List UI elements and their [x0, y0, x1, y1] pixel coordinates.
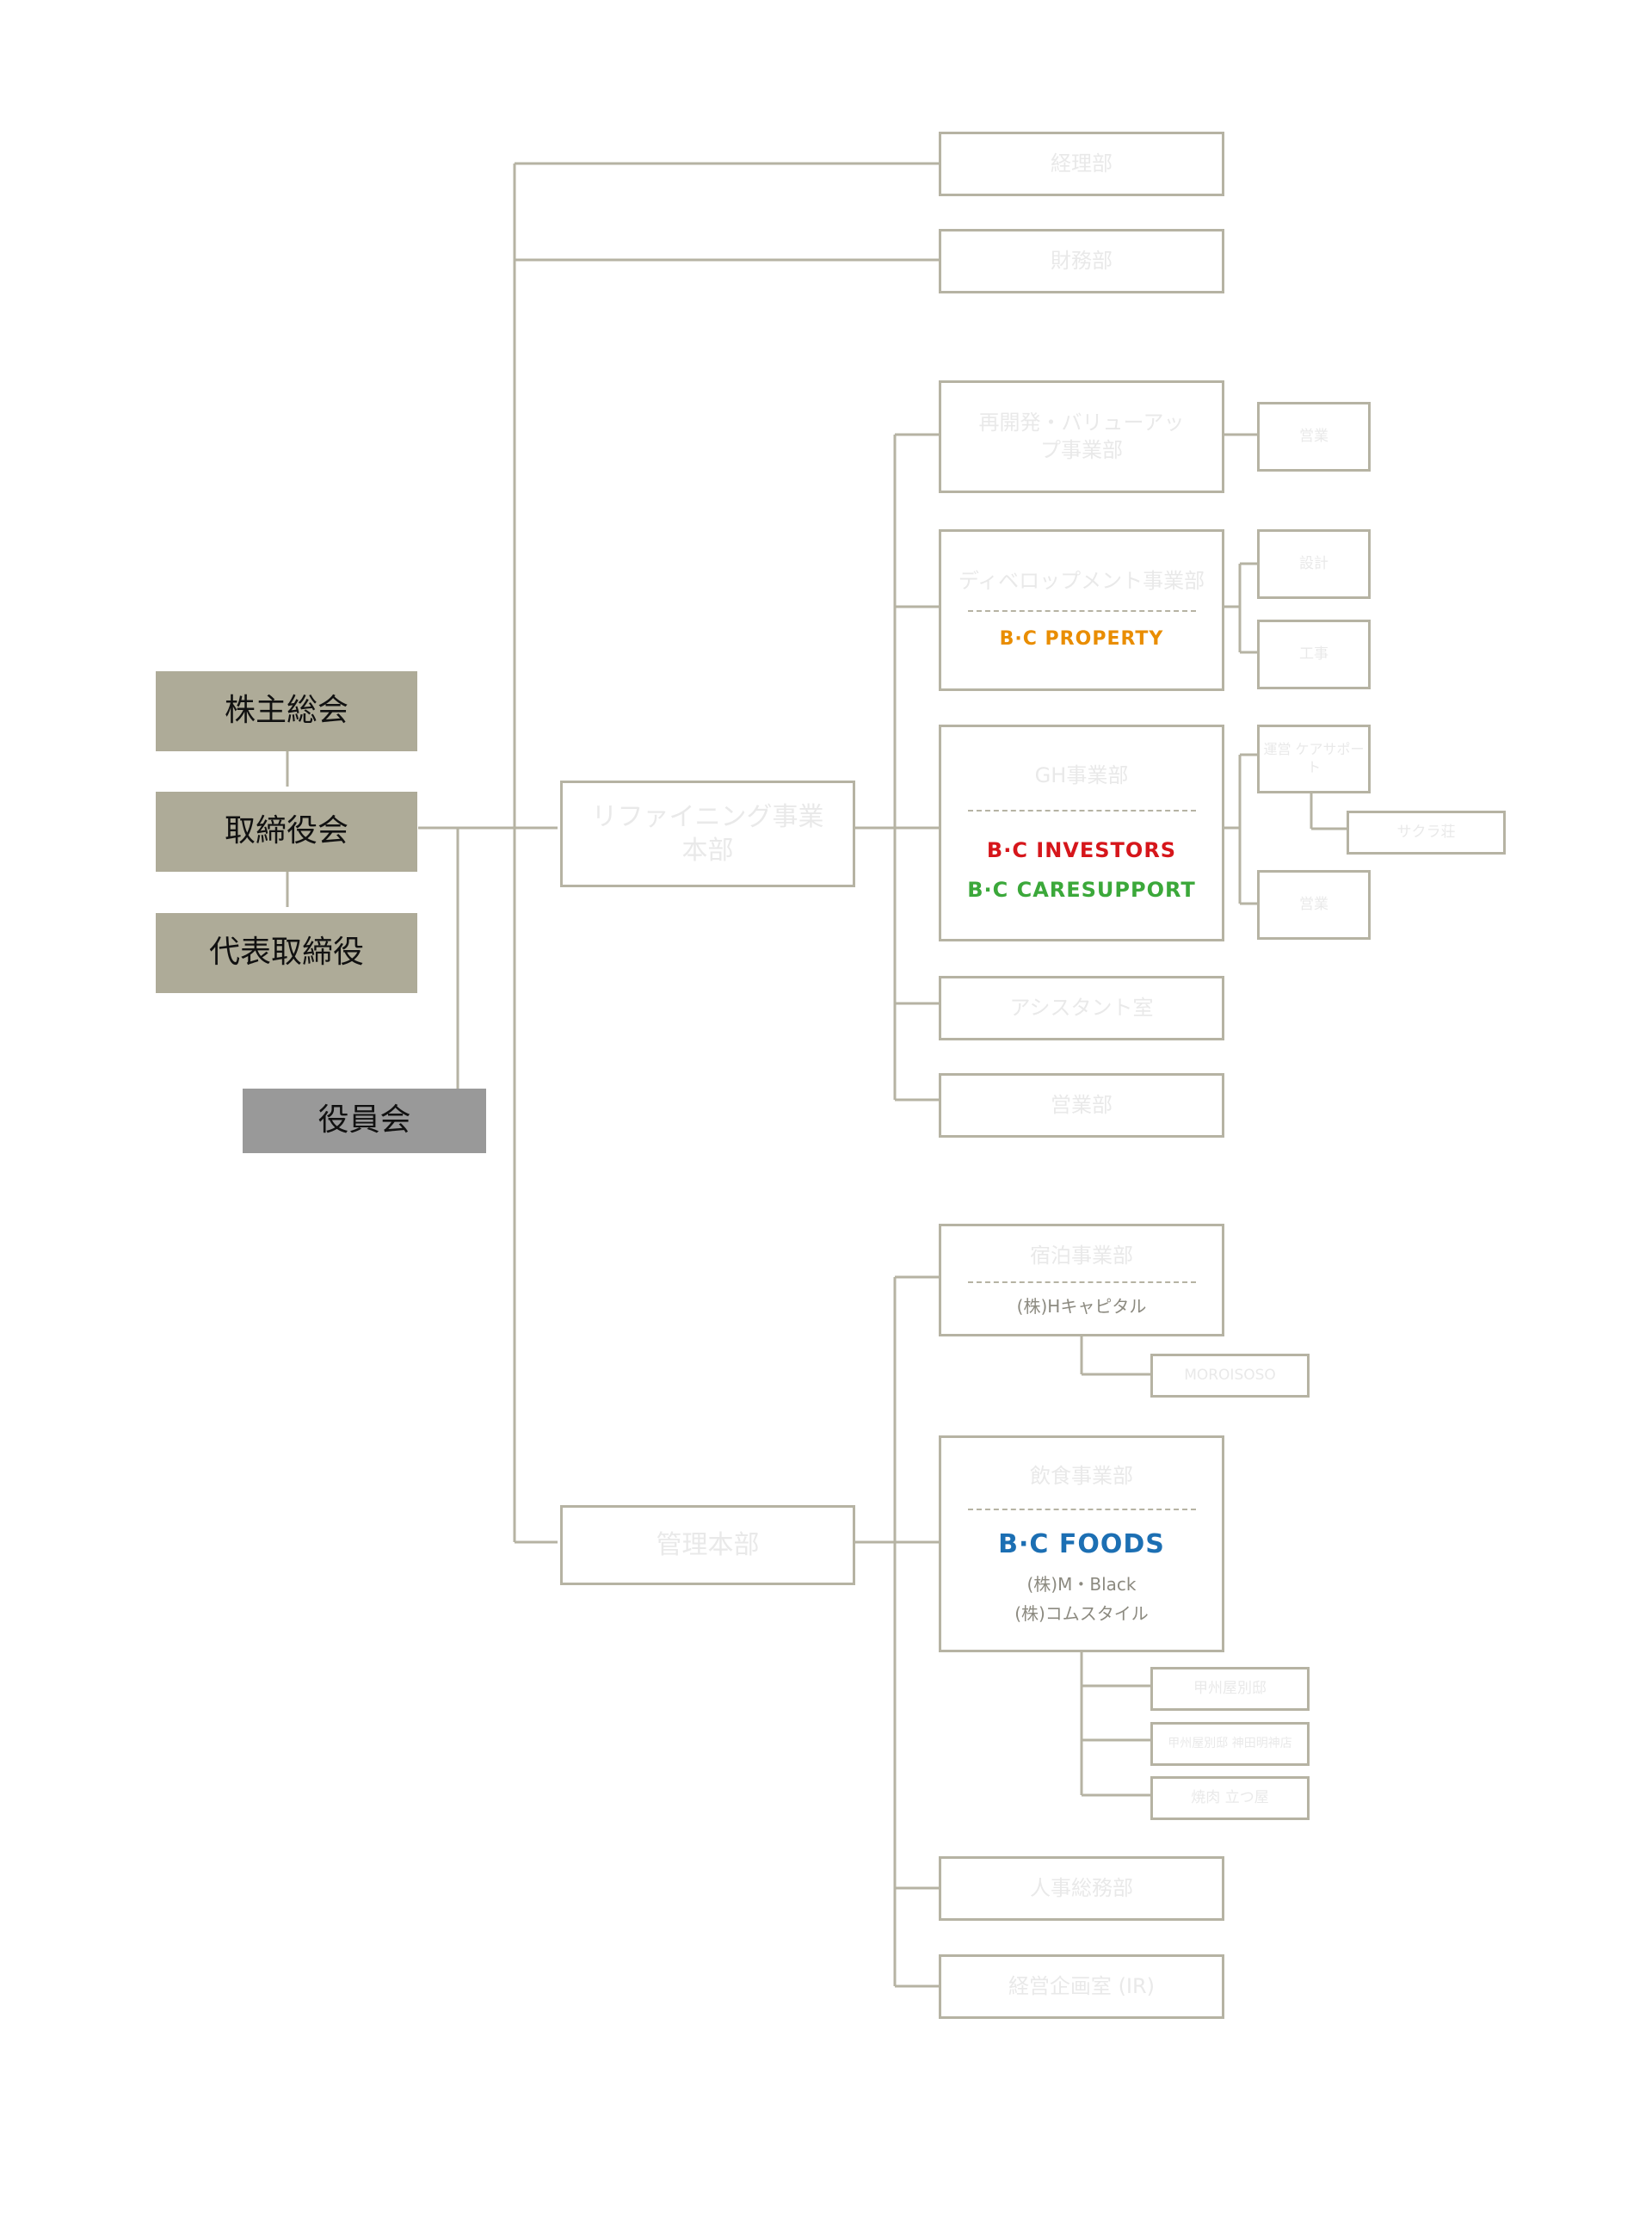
assistant-office-label: アシスタント室 — [1009, 995, 1154, 1020]
representative-director-label: 代表取締役 — [208, 935, 364, 971]
gh-dept-label: GH事業部 — [1034, 763, 1129, 788]
development-dept-label: ディベロップメント事業部 — [958, 569, 1205, 594]
bc-caresupport-logo: B·C CARESUPPORT — [967, 877, 1196, 902]
divider — [967, 810, 1196, 812]
h-capital-label: (株)Hキャピタル — [1016, 1296, 1147, 1318]
hr-general-affairs-label: 人事総務部 — [1030, 1875, 1133, 1900]
redevelopment-sales-label: 営業 — [1299, 428, 1328, 446]
redevelopment-sales-box: 営業 — [1257, 402, 1371, 472]
bc-investors-logo: B·C INVESTORS — [986, 838, 1177, 863]
officers-meeting-label: 役員会 — [317, 1102, 411, 1139]
koshuya-bettei-kanda-label: 甲州屋別邸 神田明神店 — [1168, 1737, 1292, 1751]
koshuya-bettei-box: 甲州屋別邸 — [1150, 1667, 1310, 1711]
moroisoso-box: MOROISOSO — [1150, 1354, 1310, 1398]
lodging-dept-box: 宿泊事業部 (株)Hキャピタル — [939, 1224, 1224, 1336]
bc-foods-logo: B·C FOODS — [998, 1529, 1165, 1560]
finance-dept-label: 財務部 — [1051, 248, 1113, 273]
food-dept-label: 飲食事業部 — [1030, 1463, 1133, 1488]
sakura-so-label: サクラ荘 — [1396, 824, 1456, 842]
operation-caresupport-box: 運営 ケアサポート — [1257, 725, 1371, 793]
accounting-dept-box: 経理部 — [939, 132, 1224, 196]
admin-division-box: 管理本部 — [560, 1505, 855, 1585]
development-dept-box: ディベロップメント事業部 B·C PROPERTY — [939, 529, 1224, 691]
divider — [967, 610, 1196, 613]
gh-sales-box: 営業 — [1257, 870, 1371, 940]
moroisoso-label: MOROISOSO — [1184, 1367, 1276, 1385]
gh-sales-label: 営業 — [1299, 896, 1328, 914]
board-of-directors-box: 取締役会 — [156, 792, 417, 872]
sales-dept-label: 営業部 — [1051, 1092, 1113, 1117]
bc-property-logo: B·C PROPERTY — [999, 628, 1164, 651]
koshuya-bettei-label: 甲州屋別邸 — [1193, 1680, 1267, 1698]
refining-division-label: リファイニング事業本部 — [591, 802, 824, 866]
representative-director-box: 代表取締役 — [156, 913, 417, 993]
accounting-dept-label: 経理部 — [1051, 151, 1113, 176]
finance-dept-box: 財務部 — [939, 229, 1224, 293]
board-of-directors-label: 取締役会 — [224, 813, 348, 849]
construction-label: 工事 — [1299, 645, 1328, 663]
shareholders-meeting-box: 株主総会 — [156, 671, 417, 751]
comstyle-label: (株)コムスタイル — [1014, 1603, 1149, 1625]
gh-dept-box: GH事業部 B·C INVESTORS B·C CARESUPPORT — [939, 725, 1224, 941]
sales-dept-box: 営業部 — [939, 1073, 1224, 1138]
corporate-planning-box: 経営企画室 (IR) — [939, 1954, 1224, 2019]
officers-meeting-box: 役員会 — [243, 1089, 486, 1153]
admin-division-label: 管理本部 — [656, 1530, 760, 1560]
food-dept-box: 飲食事業部 B·C FOODS (株)M・Black (株)コムスタイル — [939, 1435, 1224, 1652]
redevelopment-dept-box: 再開発・バリューアップ事業部 — [939, 380, 1224, 493]
divider — [967, 1509, 1196, 1511]
redevelopment-dept-label: 再開発・バリューアップ事業部 — [978, 410, 1185, 462]
assistant-office-box: アシスタント室 — [939, 976, 1224, 1040]
sakura-so-box: サクラ荘 — [1347, 811, 1506, 855]
design-label: 設計 — [1299, 555, 1328, 573]
lodging-dept-label: 宿泊事業部 — [1030, 1243, 1133, 1268]
yakiniku-tatsuya-box: 焼肉 立つ屋 — [1150, 1776, 1310, 1820]
design-box: 設計 — [1257, 529, 1371, 599]
operation-caresupport-label: 運営 ケアサポート — [1263, 741, 1365, 775]
divider — [967, 1281, 1196, 1284]
yakiniku-tatsuya-label: 焼肉 立つ屋 — [1191, 1789, 1269, 1807]
construction-box: 工事 — [1257, 620, 1371, 689]
corporate-planning-label: 経営企画室 (IR) — [1008, 1973, 1156, 1998]
refining-division-box: リファイニング事業本部 — [560, 781, 855, 887]
shareholders-meeting-label: 株主総会 — [224, 693, 348, 729]
hr-general-affairs-box: 人事総務部 — [939, 1856, 1224, 1921]
m-black-label: (株)M・Black — [1026, 1574, 1137, 1595]
koshuya-bettei-kanda-box: 甲州屋別邸 神田明神店 — [1150, 1722, 1310, 1766]
